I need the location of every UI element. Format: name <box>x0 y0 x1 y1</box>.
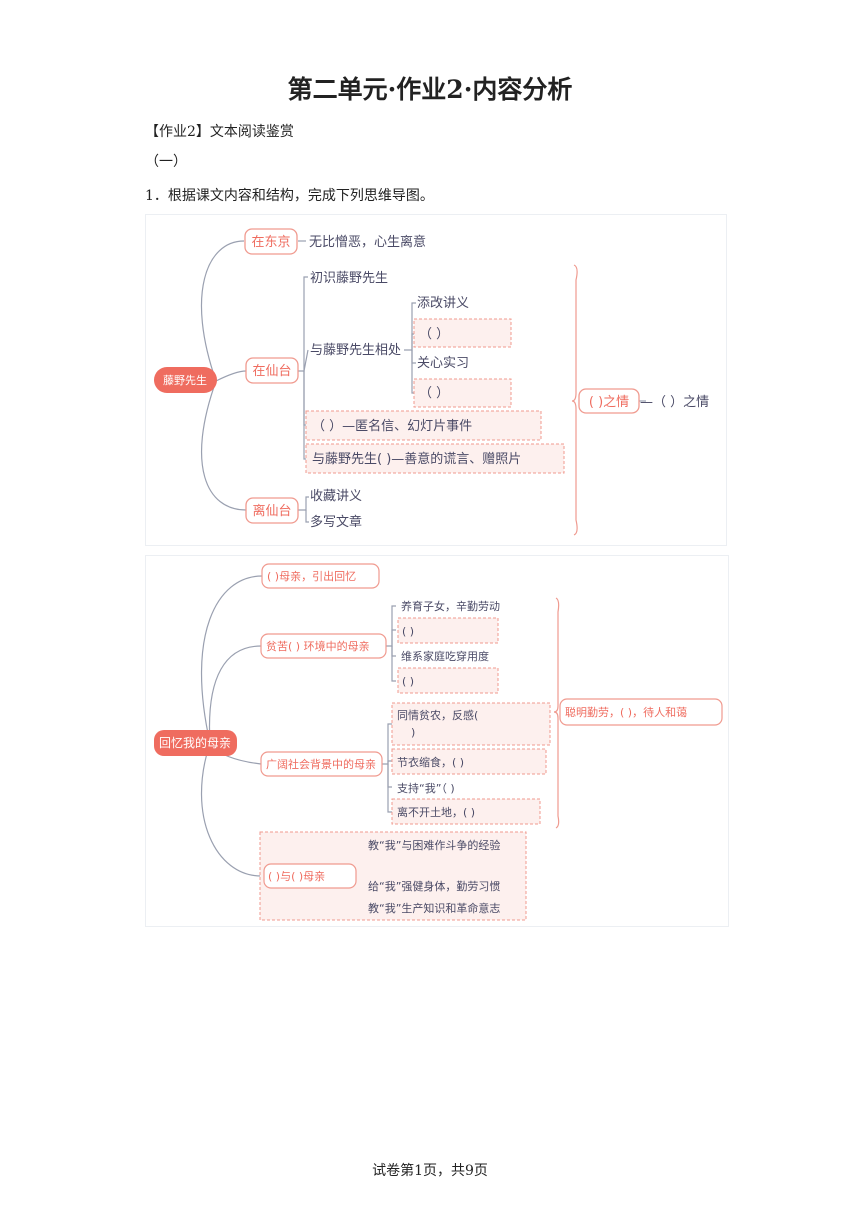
map1-branch-leave: 离仙台 <box>252 503 291 519</box>
map1-sendai-get-along: 与藤野先生相处 <box>310 343 401 358</box>
mind-map-mother: 回忆我的母亲 ( )母亲，引出回忆 贫苦( ) 环境中的母亲 养育子女，辛勤劳动… <box>145 555 729 927</box>
map2-blank-2: ( ) <box>402 675 414 688</box>
map2-leaf-frugal: 节衣缩食，( ) <box>397 755 464 769</box>
page-title: 第二单元·作业2·内容分析 <box>287 75 573 104</box>
map1-blank-1: （ ） <box>419 327 449 342</box>
map1-summary-box: ( )之情 <box>589 395 629 410</box>
map1-branch-tokyo: 在东京 <box>251 235 290 250</box>
map2-summary: 聪明勤劳，( )，待人和蔼 <box>565 705 687 719</box>
map2-leaf-body: 给“我”强健身体，勤劳习惯 <box>368 879 500 893</box>
map2-leaf-support-me: 支持“我”（ ) <box>397 781 455 795</box>
map2-leaf-raise-children: 养育子女，辛勤劳动 <box>401 599 500 613</box>
map2-leaf-knowledge: 教“我”生产知识和革命意志 <box>368 901 500 915</box>
mind-map-fujino: 藤野先生 在东京 无比憎恶，心生离意 在仙台 初识藤野先生 与藤野先生相处 添改… <box>145 214 727 546</box>
map1-tokyo-leaf: 无比憎恶，心生离意 <box>309 234 426 250</box>
question-1-prompt: 1．根据课文内容和结构，完成下列思维导图。 <box>145 188 434 204</box>
map1-event-photo: 与藤野先生( )—善意的谎言、赠照片 <box>312 451 521 467</box>
map1-summary-tail: —（ ）之情 <box>640 395 709 410</box>
map2-leaf-experience: 教“我”与困难作斗争的经验 <box>368 838 500 852</box>
map2-leaf-sympathy-close: ) <box>411 726 415 739</box>
map1-leaf-write: 多写文章 <box>310 514 362 530</box>
map2-leaf-support-family: 维系家庭吃穿用度 <box>401 649 489 663</box>
map1-root: 藤野先生 <box>163 373 207 387</box>
map1-leaf-revise-notes: 添改讲义 <box>417 296 469 311</box>
map2-blank-1: ( ) <box>402 625 414 638</box>
map2-leaf-sympathy: 同情贫农，反感( <box>397 708 478 722</box>
map1-event-letter: （ ）—匿名信、幻灯片事件 <box>312 418 472 434</box>
page-footer: 试卷第1页，共9页 <box>372 1163 488 1179</box>
section-label: （一） <box>145 154 187 170</box>
map2-branch-poverty: 贫苦( ) 环境中的母亲 <box>266 639 370 653</box>
map1-sendai-first-meet: 初识藤野先生 <box>310 271 388 286</box>
map2-root: 回忆我的母亲 <box>159 735 231 750</box>
map2-leaf-land: 离不开土地，( ) <box>397 805 475 819</box>
map1-blank-2: （ ） <box>419 386 449 401</box>
mind-map-fujino-svg: 藤野先生 在东京 无比憎恶，心生离意 在仙台 初识藤野先生 与藤野先生相处 添改… <box>154 228 709 536</box>
map1-leaf-care-practice: 关心实习 <box>417 356 469 371</box>
map1-branch-sendai: 在仙台 <box>252 364 291 379</box>
assignment-heading: 【作业2】文本阅读鉴赏 <box>145 124 294 140</box>
map2-branch-society: 广阔社会背景中的母亲 <box>266 757 376 771</box>
map2-branch-me-and-mother: ( )与( )母亲 <box>268 869 325 883</box>
map2-branch-intro: ( )母亲，引出回忆 <box>267 569 356 583</box>
map1-leaf-keep-notes: 收藏讲义 <box>310 489 362 504</box>
mind-map-mother-svg: 回忆我的母亲 ( )母亲，引出回忆 贫苦( ) 环境中的母亲 养育子女，辛勤劳动… <box>154 563 723 921</box>
